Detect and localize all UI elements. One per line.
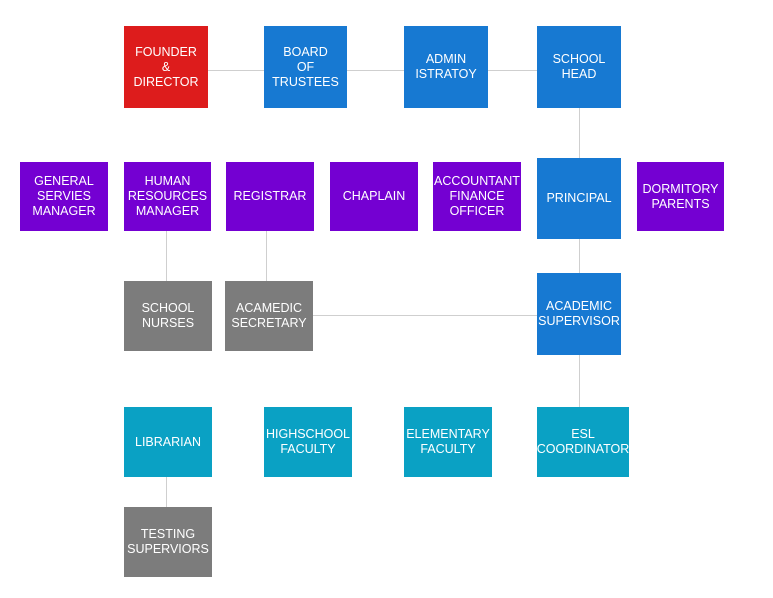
connector-principal-academic-supervisor: [579, 239, 580, 273]
connector-academic-supervisor-secretary: [313, 315, 537, 316]
connector-academic-supervisor-esl: [579, 355, 580, 407]
node-academic-supervisor: ACADEMIC SUPERVISOR: [537, 273, 621, 355]
node-esl-coordinator: ESL COORDINATOR: [537, 407, 629, 477]
node-registrar: REGISTRAR: [226, 162, 314, 231]
node-human-resources-manager: HUMAN RESOURCES MANAGER: [124, 162, 211, 231]
node-administratoy: ADMIN ISTRATOY: [404, 26, 488, 108]
connector-librarian-testing: [166, 477, 167, 507]
node-dormitory-parents: DORMITORY PARENTS: [637, 162, 724, 231]
node-school-head: SCHOOL HEAD: [537, 26, 621, 108]
node-testing-supervisors: TESTING SUPERVIORS: [124, 507, 212, 577]
connector-admin-school-head: [488, 70, 537, 71]
connector-board-admin: [347, 70, 404, 71]
node-board-of-trustees: BOARD OF TRUSTEES: [264, 26, 347, 108]
node-accountant-finance-officer: ACCOUNTANT FINANCE OFFICER: [433, 162, 521, 231]
connector-registrar-secretary: [266, 231, 267, 281]
node-academic-secretary: ACAMEDIC SECRETARY: [225, 281, 313, 351]
connector-founder-board: [208, 70, 264, 71]
node-school-nurses: SCHOOL NURSES: [124, 281, 212, 351]
connector-human-resources-nurses: [166, 231, 167, 281]
node-highschool-faculty: HIGHSCHOOL FACULTY: [264, 407, 352, 477]
connector-school-head-principal: [579, 108, 580, 158]
node-elementary-faculty: ELEMENTARY FACULTY: [404, 407, 492, 477]
node-general-services-manager: GENERAL SERVIES MANAGER: [20, 162, 108, 231]
node-chaplain: CHAPLAIN: [330, 162, 418, 231]
node-librarian: LIBRARIAN: [124, 407, 212, 477]
node-principal: PRINCIPAL: [537, 158, 621, 239]
node-founder-director: FOUNDER & DIRECTOR: [124, 26, 208, 108]
